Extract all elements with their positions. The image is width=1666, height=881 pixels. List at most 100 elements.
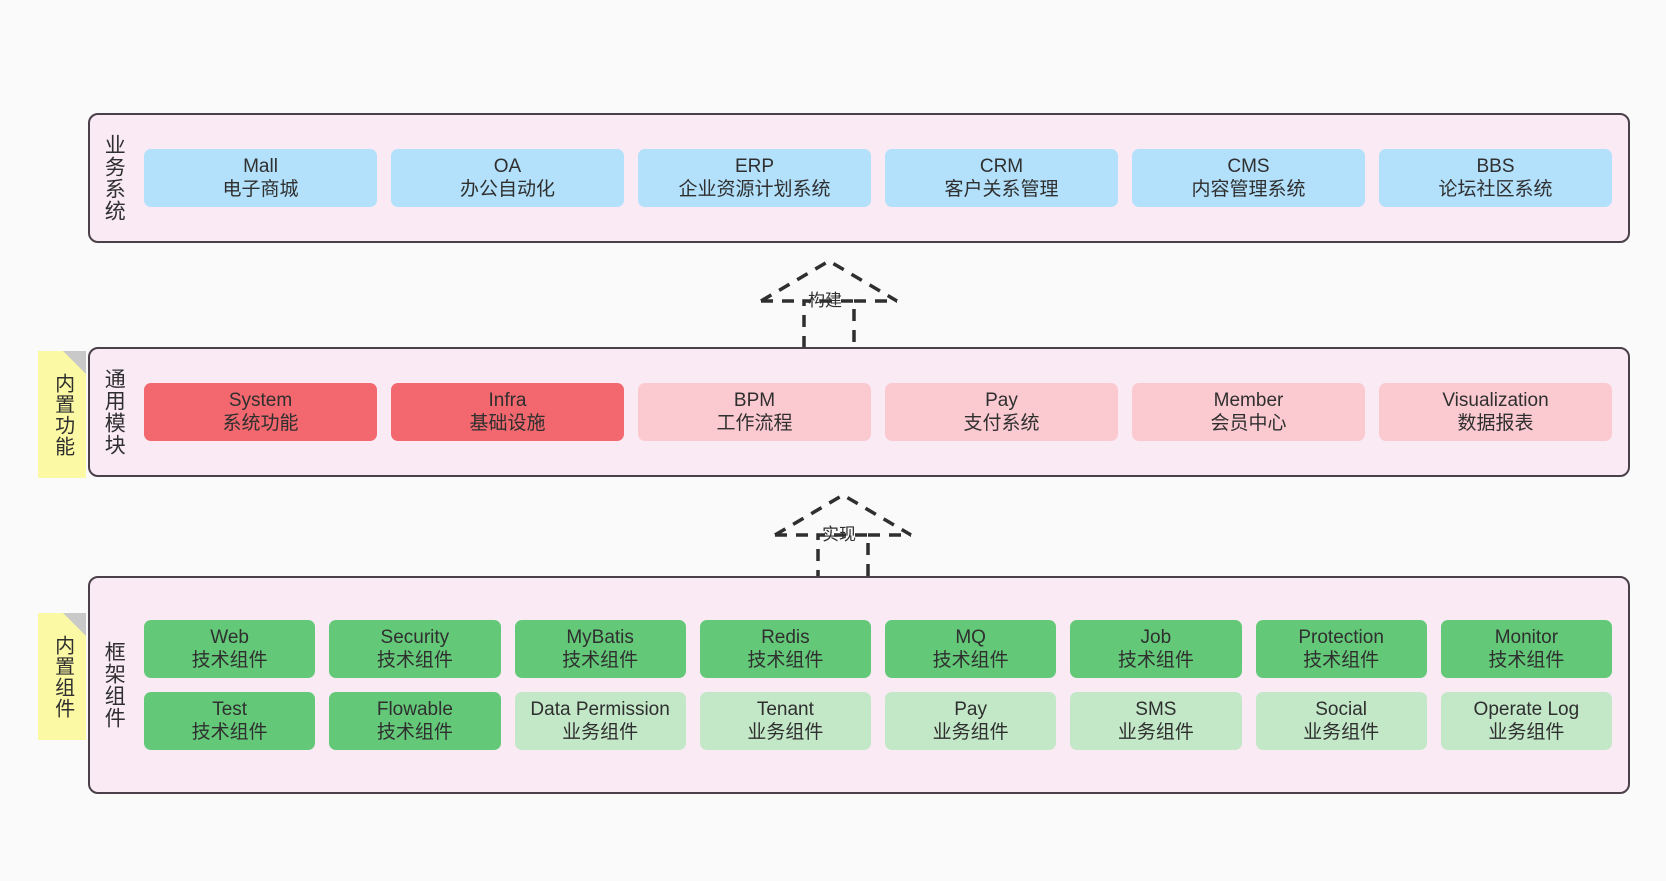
layer-business-system: 业务系统 Mall 电子商城 OA 办公自动化 ERP 企业资源计划系统 CRM…: [88, 113, 1630, 243]
card-subtitle: 技术组件: [376, 722, 453, 744]
card-subtitle: 基础设施: [469, 413, 546, 434]
layer-body-business-system: Mall 电子商城 OA 办公自动化 ERP 企业资源计划系统 CRM 客户关系…: [136, 115, 1628, 241]
card-subtitle: 业务组件: [1303, 722, 1380, 744]
card-redis[interactable]: Redis 技术组件: [699, 619, 871, 678]
card-bbs[interactable]: BBS 论坛社区系统: [1379, 148, 1612, 208]
card-title: Operate Log: [1473, 699, 1580, 720]
card-subtitle: 技术组件: [376, 649, 453, 671]
layer-title-common-modules: 通用模块: [102, 368, 126, 456]
card-title: CMS: [1227, 155, 1270, 177]
card-subtitle: 业务组件: [932, 722, 1009, 744]
card-subtitle: 业务组件: [562, 722, 639, 744]
card-title: Pay: [954, 699, 987, 720]
card-title: Member: [1213, 389, 1284, 411]
card-title: Web: [210, 626, 249, 648]
card-tenant[interactable]: Tenant 业务组件: [699, 692, 871, 751]
card-subtitle: 技术组件: [932, 649, 1009, 671]
card-test[interactable]: Test 技术组件: [144, 692, 316, 751]
card-subtitle: 办公自动化: [459, 179, 555, 200]
card-system[interactable]: System 系统功能: [144, 382, 377, 442]
card-security[interactable]: Security 技术组件: [329, 619, 501, 678]
card-title: OA: [493, 155, 522, 177]
card-pay-business[interactable]: Pay 业务组件: [885, 692, 1057, 751]
card-erp[interactable]: ERP 企业资源计划系统: [638, 148, 871, 208]
card-flowable[interactable]: Flowable 技术组件: [329, 692, 501, 751]
card-subtitle: 内容管理系统: [1191, 179, 1306, 200]
card-title: System: [228, 389, 293, 411]
card-oa[interactable]: OA 办公自动化: [391, 148, 624, 208]
card-title: Flowable: [376, 699, 453, 720]
layer-framework-components: 框架组件 Web 技术组件 Security 技术组件 MyBatis 技术组件…: [88, 576, 1630, 794]
card-monitor[interactable]: Monitor 技术组件: [1440, 619, 1612, 678]
card-subtitle: 技术组件: [1303, 649, 1380, 671]
card-title: ERP: [734, 155, 775, 177]
card-subtitle: 技术组件: [191, 649, 268, 671]
card-title: Social: [1315, 699, 1367, 720]
card-visualization[interactable]: Visualization 数据报表: [1379, 382, 1612, 442]
card-web[interactable]: Web 技术组件: [144, 619, 316, 678]
sticky-note-builtin-component: 内置组件: [38, 613, 86, 740]
card-subtitle: 支付系统: [963, 413, 1040, 434]
layer-common-modules: 通用模块 System 系统功能 Infra 基础设施 BPM 工作流程 Pay…: [88, 347, 1630, 477]
arrow-label-implement: 实现: [822, 525, 856, 544]
card-title: BPM: [733, 389, 776, 411]
card-subtitle: 技术组件: [562, 649, 639, 671]
card-row: Web 技术组件 Security 技术组件 MyBatis 技术组件 Redi…: [144, 619, 1612, 678]
card-title: CRM: [979, 155, 1024, 177]
card-subtitle: 论坛社区系统: [1438, 179, 1553, 200]
card-title: MyBatis: [566, 626, 634, 648]
card-subtitle: 技术组件: [1488, 649, 1565, 671]
card-title: MQ: [955, 626, 986, 648]
card-row: System 系统功能 Infra 基础设施 BPM 工作流程 Pay 支付系统…: [144, 382, 1612, 442]
card-operate-log[interactable]: Operate Log 业务组件: [1440, 692, 1612, 751]
card-subtitle: 电子商城: [222, 179, 299, 200]
card-protection[interactable]: Protection 技术组件: [1255, 619, 1427, 678]
card-job[interactable]: Job 技术组件: [1070, 619, 1242, 678]
card-title: BBS: [1476, 155, 1515, 177]
card-title: Protection: [1298, 626, 1384, 648]
card-cms[interactable]: CMS 内容管理系统: [1132, 148, 1365, 208]
sticky-note-label: 内置功能: [51, 372, 74, 457]
card-subtitle: 工作流程: [716, 413, 793, 434]
card-row: Test 技术组件 Flowable 技术组件 Data Permission …: [144, 692, 1612, 751]
card-title: Data Permission: [530, 699, 670, 720]
arrow-implement: 实现: [770, 492, 916, 582]
card-crm[interactable]: CRM 客户关系管理: [885, 148, 1118, 208]
card-title: Job: [1140, 626, 1172, 648]
card-subtitle: 技术组件: [747, 649, 824, 671]
card-title: Tenant: [756, 699, 814, 720]
card-title: Infra: [488, 389, 527, 411]
card-title: Mall: [243, 155, 278, 177]
card-title: SMS: [1135, 699, 1177, 720]
card-title: Test: [212, 699, 248, 720]
card-subtitle: 企业资源计划系统: [678, 179, 831, 200]
card-sms[interactable]: SMS 业务组件: [1070, 692, 1242, 751]
card-data-permission[interactable]: Data Permission 业务组件: [514, 692, 686, 751]
card-pay[interactable]: Pay 支付系统: [885, 382, 1118, 442]
card-subtitle: 系统功能: [222, 413, 299, 434]
card-mq[interactable]: MQ 技术组件: [885, 619, 1057, 678]
card-subtitle: 客户关系管理: [944, 179, 1059, 200]
card-member[interactable]: Member 会员中心: [1132, 382, 1365, 442]
card-subtitle: 业务组件: [1488, 722, 1565, 744]
card-bpm[interactable]: BPM 工作流程: [638, 382, 871, 442]
sticky-note-builtin-function: 内置功能: [38, 351, 86, 478]
sticky-note-label: 内置组件: [51, 634, 74, 719]
layer-title-framework-components: 框架组件: [102, 641, 126, 729]
layer-title-business-system: 业务系统: [102, 134, 126, 222]
layer-body-framework-components: Web 技术组件 Security 技术组件 MyBatis 技术组件 Redi…: [136, 578, 1628, 792]
card-social[interactable]: Social 业务组件: [1255, 692, 1427, 751]
card-title: Pay: [985, 389, 1018, 411]
card-mybatis[interactable]: MyBatis 技术组件: [514, 619, 686, 678]
card-title: Monitor: [1494, 626, 1559, 648]
card-subtitle: 技术组件: [191, 722, 268, 744]
card-title: Redis: [761, 626, 810, 648]
card-subtitle: 业务组件: [747, 722, 824, 744]
card-row: Mall 电子商城 OA 办公自动化 ERP 企业资源计划系统 CRM 客户关系…: [144, 148, 1612, 208]
card-mall[interactable]: Mall 电子商城: [144, 148, 377, 208]
card-subtitle: 数据报表: [1457, 413, 1534, 434]
card-infra[interactable]: Infra 基础设施: [391, 382, 624, 442]
card-title: Security: [380, 626, 450, 648]
card-subtitle: 会员中心: [1210, 413, 1287, 434]
